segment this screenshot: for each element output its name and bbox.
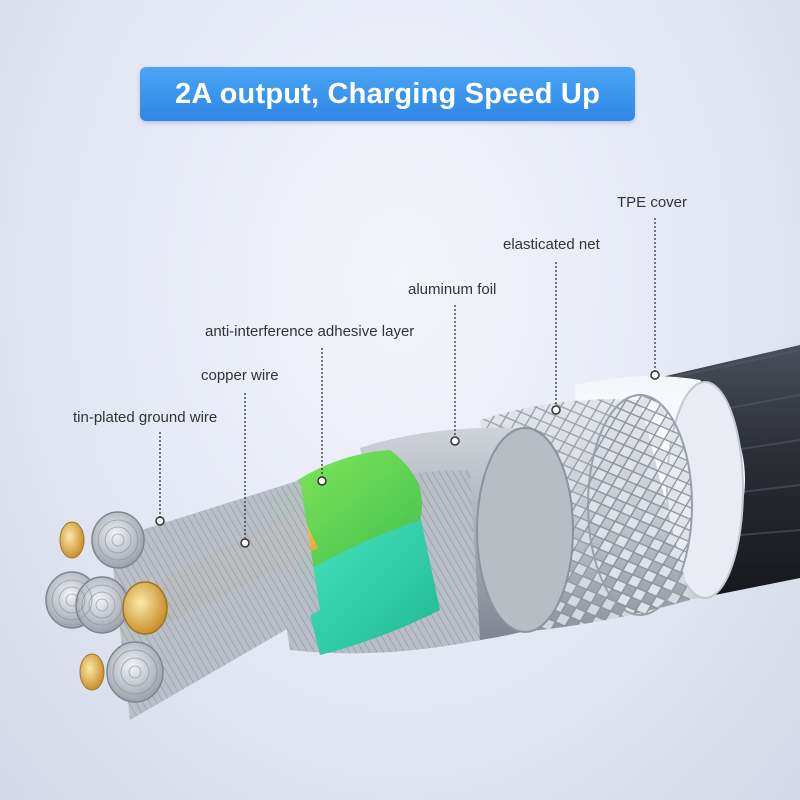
leader-dots <box>155 370 660 548</box>
strand-ends <box>45 511 168 703</box>
leader-lines <box>159 218 656 540</box>
headline-text: 2A output, Charging Speed Up <box>174 77 600 110</box>
label-aluminum-foil: aluminum foil <box>408 281 497 298</box>
label-copper-wire: copper wire <box>201 367 279 384</box>
label-tpe-cover: TPE cover <box>617 194 688 211</box>
ground-wire-bundle <box>110 480 320 720</box>
label-adhesive-layer: anti-interference adhesive layer <box>205 323 415 340</box>
label-ground-wire: tin-plated ground wire <box>73 409 218 426</box>
label-elasticated-net: elasticated net <box>503 236 600 253</box>
headline-banner: 2A output, Charging Speed Up <box>140 67 635 121</box>
